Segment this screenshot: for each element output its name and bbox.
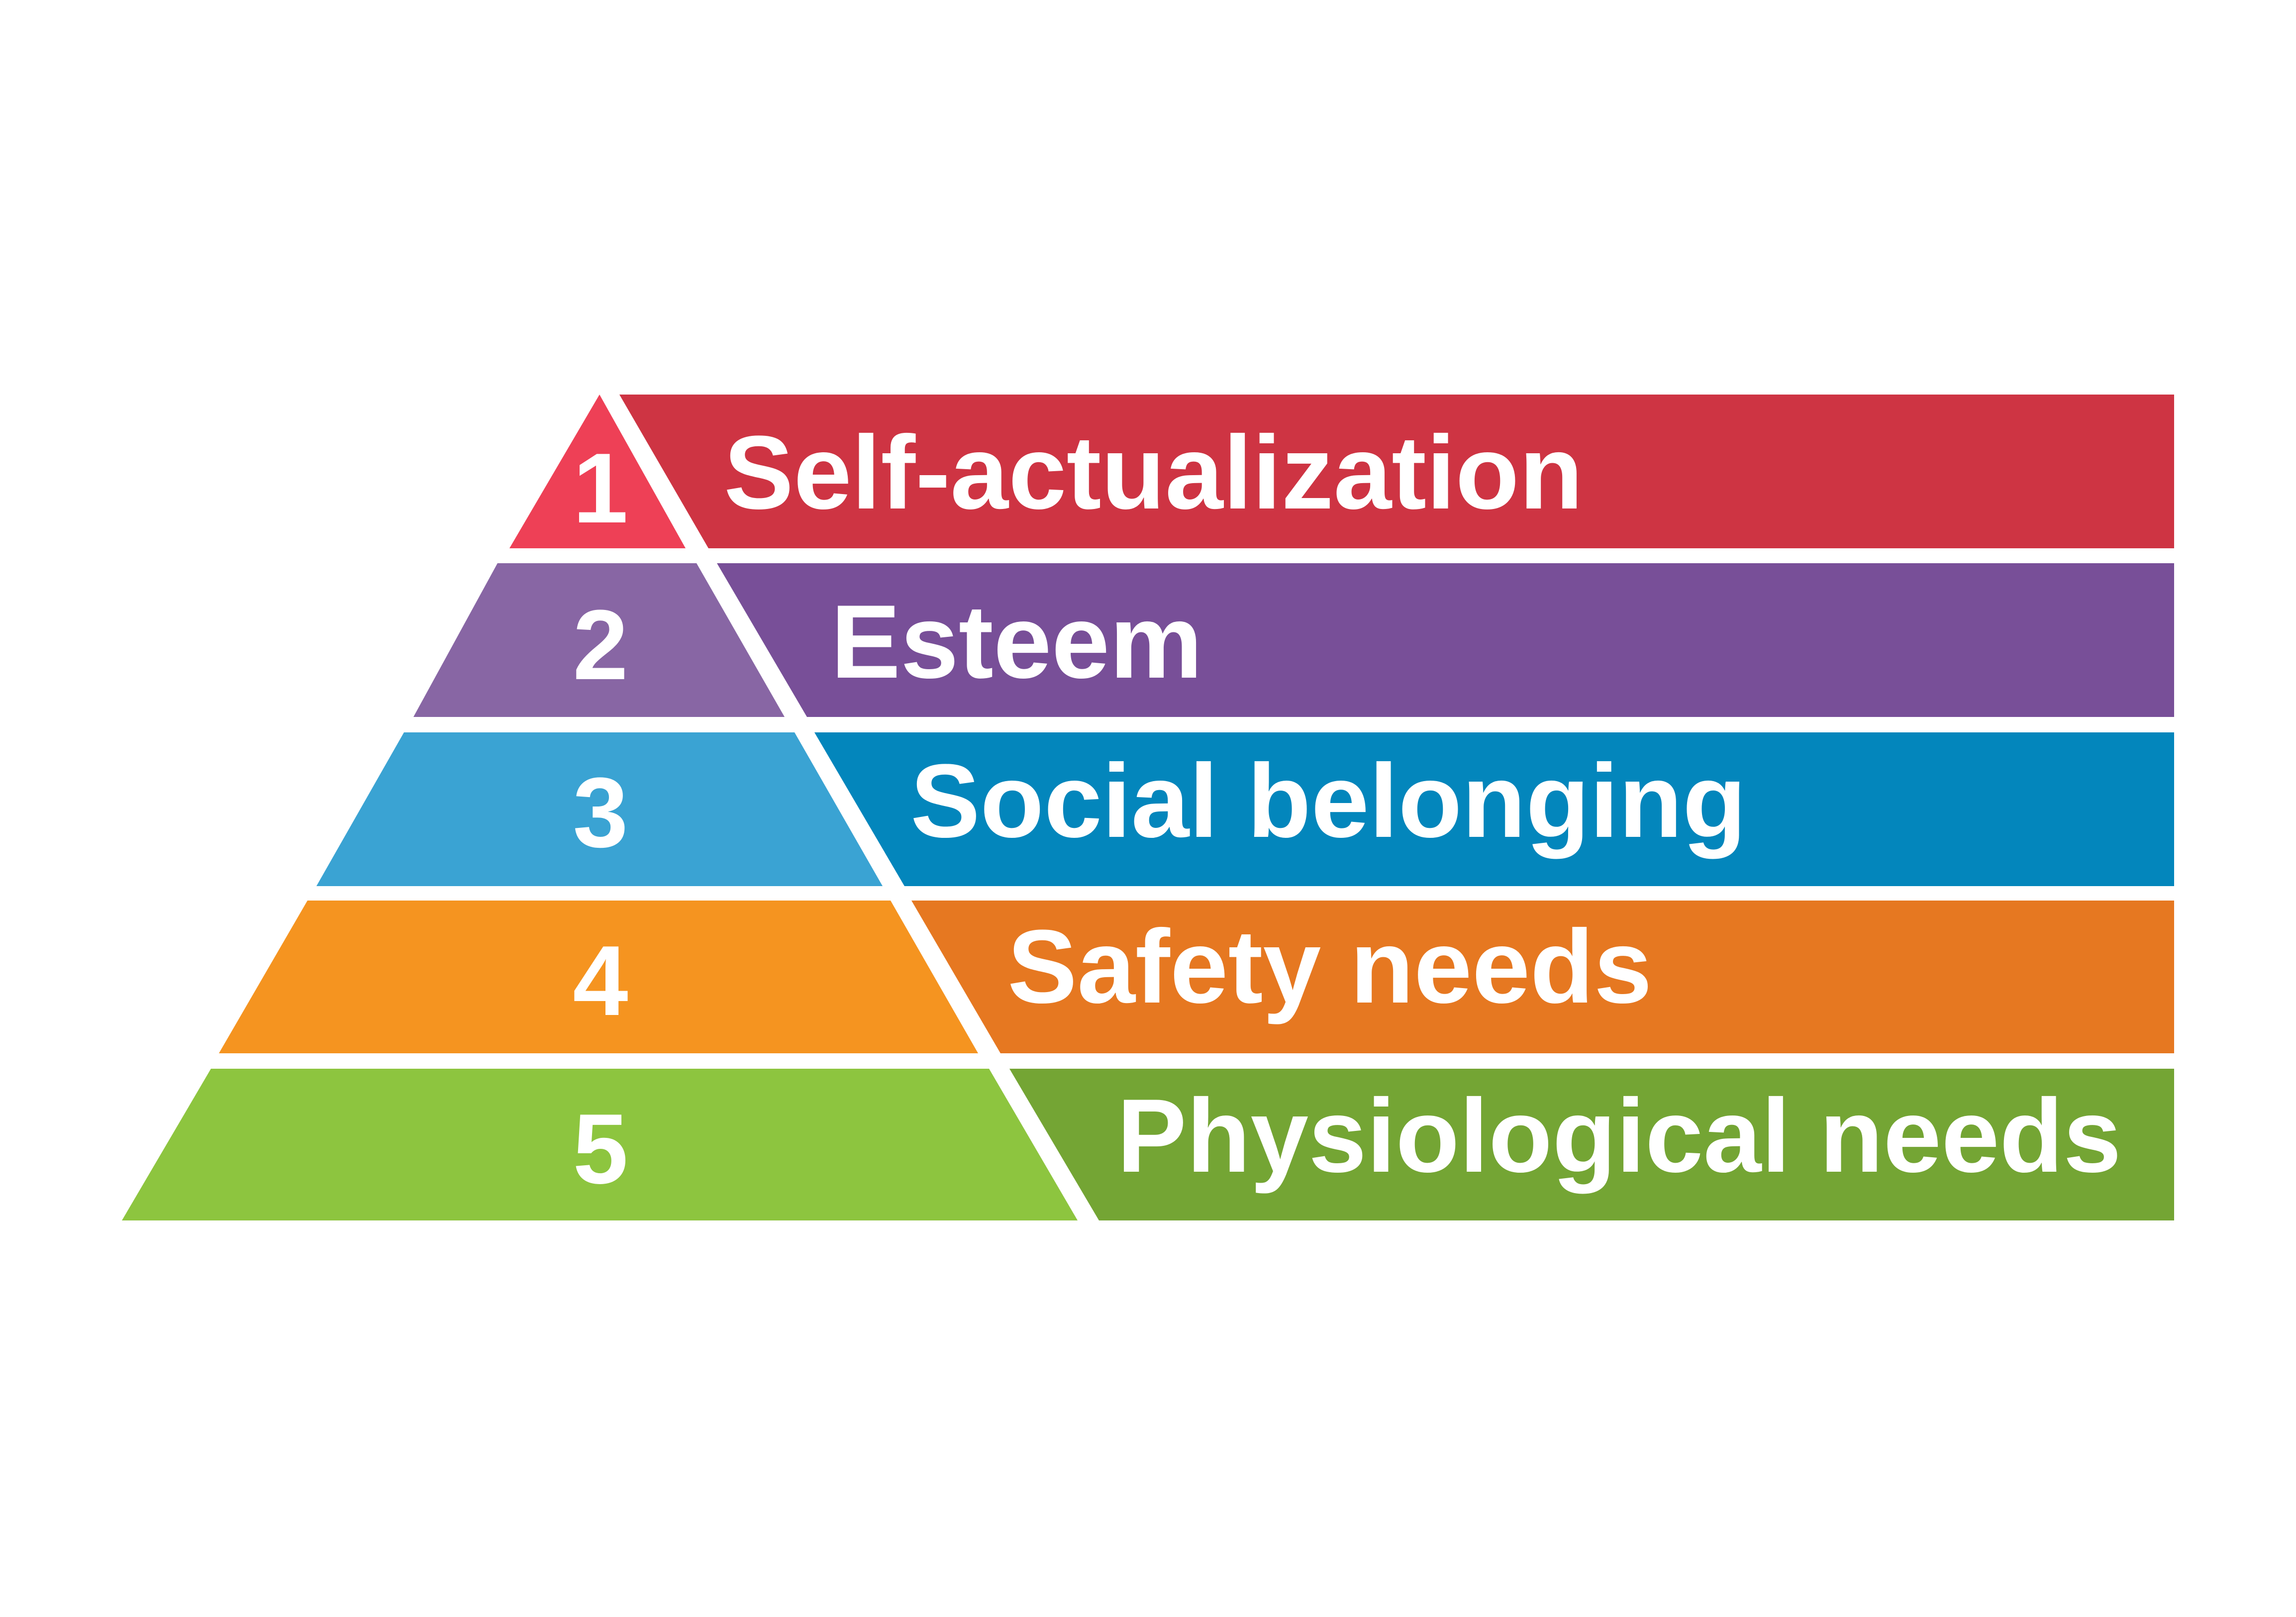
level-2: 2 Esteem: [413, 563, 2174, 717]
pyramid-segment-4: [219, 901, 978, 1053]
label-bar-2: [717, 563, 2174, 717]
level-label-5: Physiological needs: [1117, 1077, 2121, 1194]
pyramid-segment-1: [509, 395, 686, 548]
level-number-5: 5: [573, 1094, 628, 1205]
level-label-3: Social belonging: [910, 742, 1746, 859]
level-3: 3 Social belonging: [316, 732, 2174, 886]
pyramid-segment-3: [316, 732, 883, 886]
level-number-3: 3: [573, 757, 628, 868]
level-label-4: Safety needs: [1007, 908, 1652, 1025]
label-bar-4: [911, 901, 2174, 1053]
level-label-2: Esteem: [831, 583, 1202, 700]
level-label-1: Self-actualization: [724, 414, 1583, 531]
label-bar-3: [814, 732, 2174, 886]
level-number-4: 4: [573, 925, 628, 1036]
pyramid-segment-5: [122, 1069, 1078, 1220]
level-4: 4 Safety needs: [219, 901, 2174, 1053]
label-bar-1: [619, 395, 2174, 548]
label-bar-5: [1009, 1069, 2174, 1220]
level-number-1: 1: [573, 433, 628, 544]
pyramid-segment-2: [413, 563, 785, 717]
level-number-2: 2: [573, 590, 628, 701]
level-5: 5 Physiological needs: [122, 1069, 2174, 1220]
level-1: 1 Self-actualization: [509, 395, 2174, 548]
